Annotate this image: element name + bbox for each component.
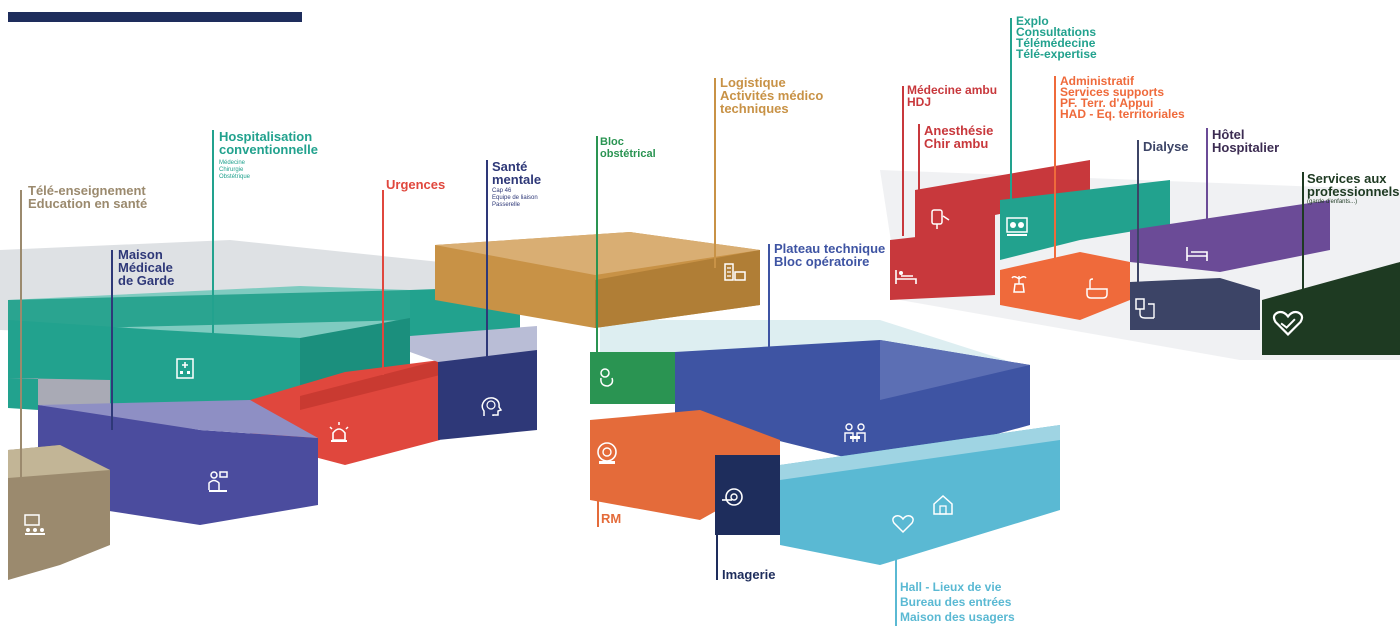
imagerie-block [715, 455, 780, 535]
med-ambu-leader [902, 86, 904, 236]
label-hospit-sub: Médecine Chirurgie Obstétrique [219, 160, 251, 180]
header-accent-bar [8, 12, 302, 22]
baby-icon [600, 368, 614, 387]
label-dialyse: Dialyse [1143, 139, 1189, 154]
services-block [1262, 262, 1400, 355]
classroom-icon [24, 514, 45, 535]
mri-scanner-icon [597, 442, 617, 464]
imagerie-leader [716, 525, 718, 580]
bloc-obs-block [590, 352, 675, 404]
label-sante-sub: Cap 46 Equipe de liaison Passerelle [492, 188, 538, 208]
admin-block [1000, 252, 1130, 320]
tele-block [8, 445, 110, 580]
bath-care-icon [1086, 278, 1108, 299]
hotel-leader [1206, 128, 1208, 228]
warehouse-boxes-icon [724, 263, 746, 281]
hospital-building-icon [176, 358, 194, 379]
label-mmg: Maison Médicale de Garde [118, 247, 175, 288]
label-hotel: Hôtel Hospitalier [1212, 127, 1280, 155]
tele-leader [20, 190, 22, 490]
label-tele: Télé-enseignement Education en santé [28, 183, 148, 211]
label-plateau: Plateau technique Bloc opératoire [774, 241, 886, 269]
dialyse-leader [1137, 140, 1139, 290]
label-hospit: Hospitalisation conventionnelle [219, 129, 318, 157]
logistique-leader [714, 78, 716, 268]
anesth-leader [918, 124, 920, 194]
label-sante: Santé mentale [492, 159, 542, 187]
plateau-leader [768, 244, 770, 394]
services-leader [1302, 172, 1304, 300]
label-urgences: Urgences [386, 177, 446, 192]
bed-icon [1186, 247, 1208, 261]
hospit-band [8, 290, 410, 330]
rm-leader [597, 495, 599, 527]
label-med-ambu: Médecine ambu HDJ [907, 83, 998, 109]
scanner-icon [722, 488, 743, 506]
urgences-leader [382, 190, 384, 375]
brain-head-icon [481, 397, 503, 416]
surgical-team-icon [844, 423, 866, 442]
bloc-obs-leader [596, 136, 598, 358]
hospit-leader [212, 130, 214, 340]
hospital-bed-icon [895, 270, 917, 284]
label-services: Services aux professionnels [1307, 171, 1400, 199]
label-imagerie: Imagerie [722, 567, 776, 582]
sante-leader [486, 160, 488, 360]
emergency-siren-icon [329, 422, 349, 442]
label-services-sub: (garde d'enfants...) [1307, 199, 1358, 205]
hall-leader [895, 540, 897, 626]
dialyse-block [1130, 278, 1260, 330]
sante-block [438, 348, 537, 440]
dialysis-icon [1135, 298, 1155, 319]
heart-house-icon [892, 515, 914, 534]
label-explo: Explo Consultations Télémédecine Télé-ex… [1016, 14, 1097, 61]
label-bloc-obs: Bloc obstétrical [600, 136, 656, 160]
label-admin: Administratif Services supports PF. Terr… [1060, 74, 1185, 121]
label-logistique: Logistique Activités médico techniques [720, 75, 824, 116]
home-care-icon [933, 494, 953, 515]
label-anesth: Anesthésie Chir ambu [924, 123, 994, 151]
mmg-leader [111, 250, 113, 430]
syringe-bag-icon [931, 209, 950, 229]
explo-leader [1010, 18, 1012, 243]
consultation-icon [1006, 217, 1028, 236]
explo-block [1000, 180, 1170, 260]
hotel-block [1130, 200, 1330, 272]
admin-leader [1054, 76, 1056, 301]
label-hall: Hall - Lieux de vie Bureau des entrées M… [900, 580, 1015, 624]
admin-plant-icon [1011, 276, 1027, 293]
label-rm: RM [601, 511, 622, 526]
doctor-consultation-icon [208, 471, 228, 492]
heart-hands-icon [1272, 310, 1304, 337]
